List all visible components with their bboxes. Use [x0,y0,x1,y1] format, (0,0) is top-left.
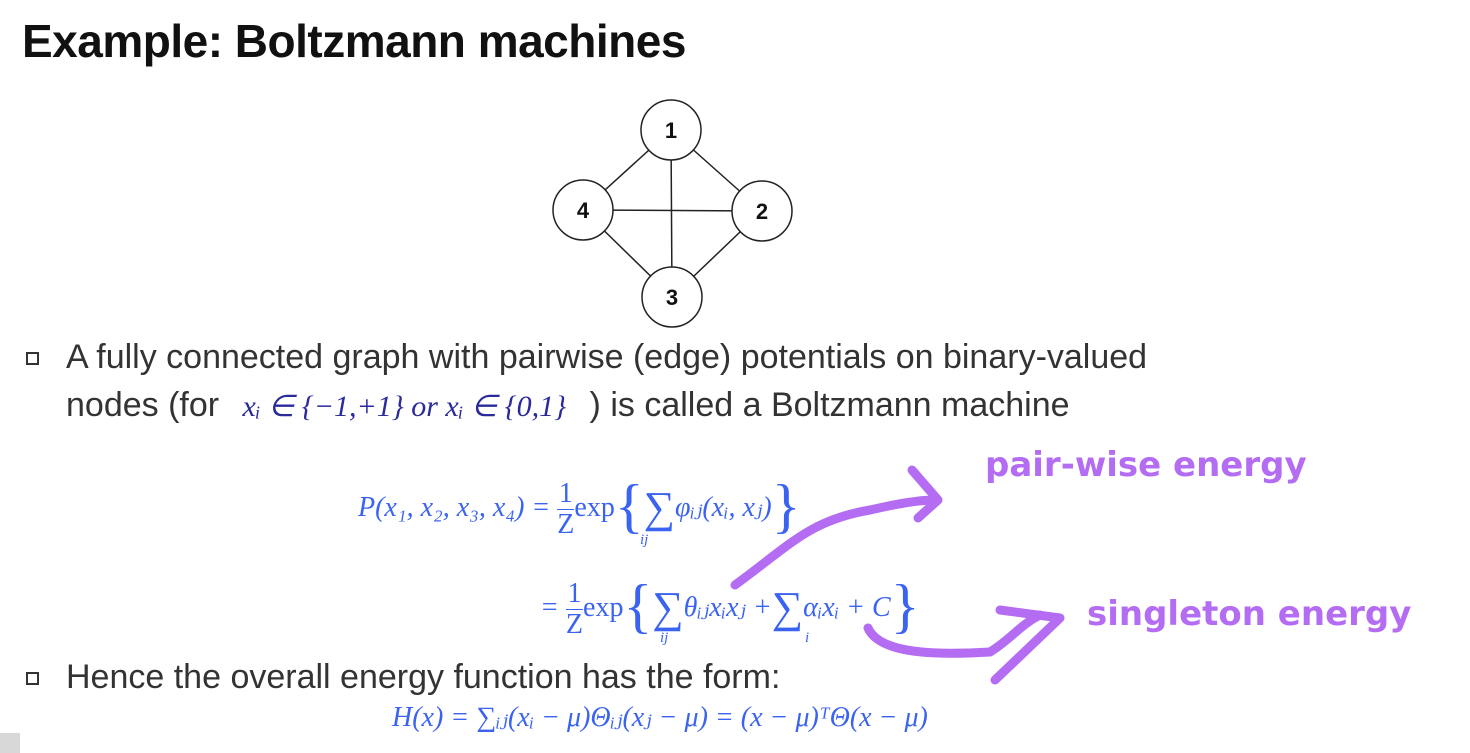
bullet-1-line-2: nodes (for xᵢ ∈ {−1,+1} or xᵢ ∈ {0,1} ) … [66,386,1070,424]
node-4 [552,179,614,241]
node-3 [641,266,703,328]
node-label-4: 4 [577,198,590,223]
bullet-1-line-1: A fully connected graph with pairwise (e… [66,338,1148,376]
singleton-arrowhead [990,605,1065,685]
singleton-energy-annotation: singleton energy [1087,594,1412,634]
bullet-2-text: Hence the overall energy function has th… [66,658,781,696]
sum-index: i [805,630,810,646]
bullet-icon [26,352,39,365]
bullet-icon [26,672,39,685]
pair-arrowhead [907,465,943,523]
page-corner [0,733,20,753]
pair-arrow [730,495,940,590]
node-label-2: 2 [756,199,768,224]
pair-wise-energy-annotation: pair-wise energy [985,445,1307,485]
slide-title: Example: Boltzmann machines [22,15,686,67]
binary-values-math: xᵢ ∈ {−1,+1} or xᵢ ∈ {0,1} [242,390,567,423]
sum-index: ij [660,630,669,646]
sum-index: ij [640,532,649,548]
node-label-3: 3 [666,285,678,310]
energy-equation: H(x) = ∑ᵢⱼ(xᵢ − μ)Θᵢⱼ(xⱼ − μ) = (x − μ)ᵀ… [392,702,928,733]
node-2 [731,180,793,242]
node-1 [640,99,702,161]
node-label-1: 1 [665,118,677,143]
singleton-arrow [863,610,1045,658]
